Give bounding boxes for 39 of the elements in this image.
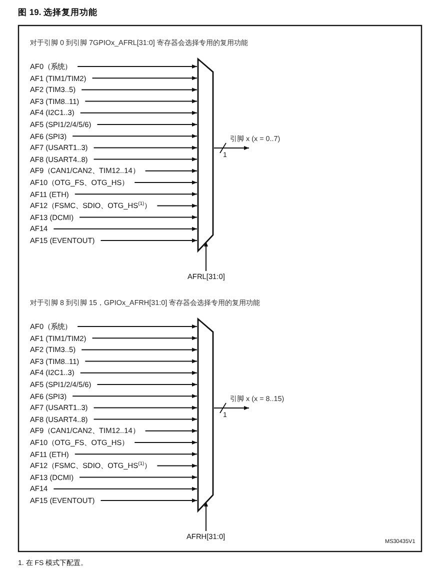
arrow — [92, 336, 198, 340]
arrow — [80, 370, 198, 375]
arrow — [93, 406, 198, 410]
arrow — [204, 500, 208, 532]
arrow — [77, 324, 198, 328]
arrow — [84, 99, 198, 104]
arrow — [96, 382, 198, 386]
arrow — [84, 359, 198, 364]
arrow — [204, 240, 208, 272]
figure-title: 图 19. 选择复用功能 — [18, 8, 98, 17]
output-arrow — [214, 406, 250, 410]
arrow — [74, 192, 198, 196]
arrow — [74, 452, 198, 456]
arrow — [100, 498, 198, 502]
arrow — [144, 168, 198, 173]
arrow — [134, 180, 198, 184]
arrow — [100, 238, 198, 242]
arrow — [134, 440, 198, 444]
arrow — [79, 475, 198, 480]
arrow — [92, 76, 198, 80]
arrow — [156, 464, 198, 468]
multiplexer-symbol — [197, 58, 214, 252]
multiplexer-symbol — [197, 318, 214, 512]
arrow — [93, 146, 198, 150]
arrow — [53, 226, 198, 231]
arrow — [81, 348, 198, 352]
arrow — [93, 157, 198, 162]
arrow — [72, 134, 198, 138]
arrow — [53, 486, 198, 491]
arrow — [93, 417, 198, 422]
arrow — [79, 215, 198, 220]
arrow — [81, 88, 198, 92]
output-arrow — [214, 146, 250, 150]
arrow — [156, 204, 198, 208]
arrow — [77, 64, 198, 68]
arrow — [72, 394, 198, 398]
arrow — [80, 110, 198, 115]
arrow — [144, 428, 198, 433]
arrow — [96, 122, 198, 126]
